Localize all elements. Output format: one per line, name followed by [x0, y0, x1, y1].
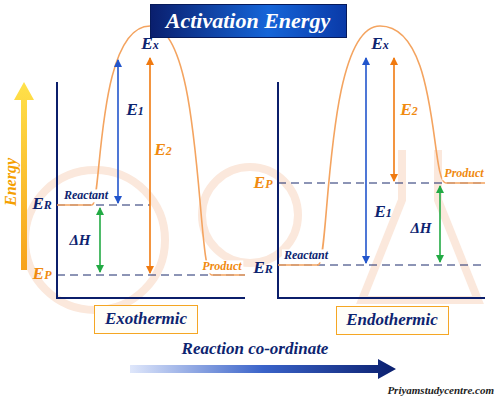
reaction-coordinate-arrow	[130, 359, 396, 379]
energy-symbol: Ex	[141, 34, 159, 53]
enthalpy-symbol: ΔH	[69, 232, 90, 249]
energy-symbol: EP	[254, 173, 273, 192]
energy-symbol: ER	[32, 194, 52, 213]
enthalpy-symbol: ΔH	[410, 220, 431, 237]
panel-caption: Exothermic	[105, 309, 187, 329]
energy-gap-arrow	[149, 58, 151, 273]
energy-symbol: E2	[400, 100, 418, 119]
energy-symbol: Ex	[371, 34, 389, 53]
level-label: Reactant	[62, 189, 110, 202]
energy-symbol: E1	[374, 202, 392, 221]
axis-label: Energy	[2, 158, 20, 206]
energy-symbol: E1	[126, 100, 144, 119]
energy-symbol: ER	[253, 258, 273, 277]
background-watermark	[25, 150, 478, 310]
reaction-curve	[278, 26, 485, 265]
title-banner: Activation Energy	[150, 4, 347, 38]
axis-label: Reaction co-ordinate	[182, 340, 329, 359]
energy-symbol: E2	[154, 140, 172, 159]
level-label: Product	[200, 260, 243, 273]
watermark-text: Priyamstudycentre.com	[387, 384, 494, 396]
panel-caption-box: Endothermic	[336, 306, 449, 335]
reaction-curve	[57, 26, 245, 275]
enthalpy-arrow	[439, 186, 441, 262]
level-label: Product	[442, 167, 485, 180]
energy-gap-arrow	[393, 58, 395, 181]
watermark-circle	[25, 170, 165, 310]
energy-gap-arrow	[365, 58, 367, 263]
title-text: Activation Energy	[166, 9, 330, 33]
enthalpy-arrow	[99, 208, 101, 272]
energy-symbol: EP	[33, 264, 52, 283]
axis	[57, 82, 245, 298]
energy-gap-arrow	[117, 60, 119, 203]
panel-caption-box: Exothermic	[94, 305, 198, 334]
level-label: Reactant	[282, 249, 330, 262]
panel-caption: Endothermic	[346, 310, 438, 330]
